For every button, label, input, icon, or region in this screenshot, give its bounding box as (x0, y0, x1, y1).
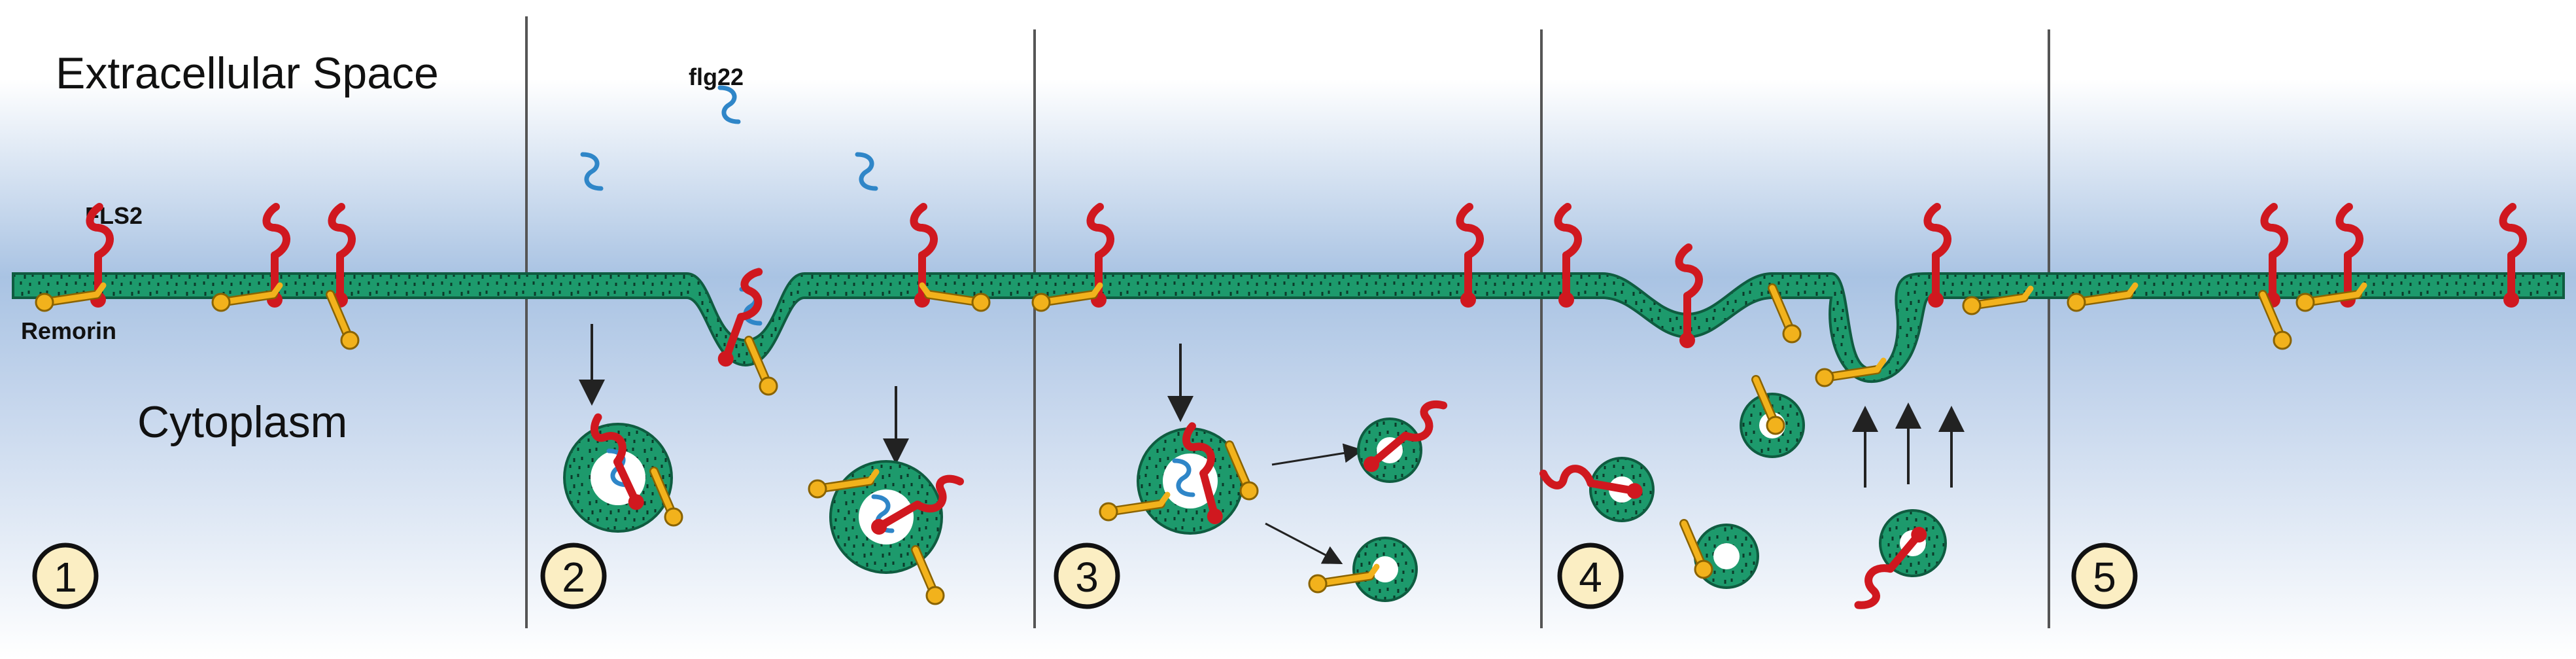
panel-3-proteins (1033, 207, 1480, 602)
panel-4-proteins (1542, 207, 2031, 611)
step-marker-4: 4 (1557, 543, 1624, 609)
panel-dividers (525, 16, 2050, 628)
plasma-membrane (12, 272, 2565, 383)
step-marker-3: 3 (1054, 543, 1120, 609)
step-number-2: 2 (562, 554, 585, 601)
step-number-1: 1 (54, 554, 77, 601)
extracellular-label: Extracellular Space (56, 48, 439, 98)
step-marker-5: 5 (2071, 543, 2138, 609)
panel-2-proteins (563, 88, 989, 604)
step-marker-2: 2 (540, 543, 607, 609)
step-number-4: 4 (1579, 554, 1602, 601)
step-number-3: 3 (1075, 554, 1099, 601)
step-marker-1: 1 (32, 543, 99, 609)
flg22-label: flg22 (689, 63, 744, 90)
step-number-5: 5 (2093, 554, 2116, 601)
cytoplasm-label: Cytoplasm (137, 397, 347, 447)
remorin-label: Remorin (21, 317, 116, 344)
